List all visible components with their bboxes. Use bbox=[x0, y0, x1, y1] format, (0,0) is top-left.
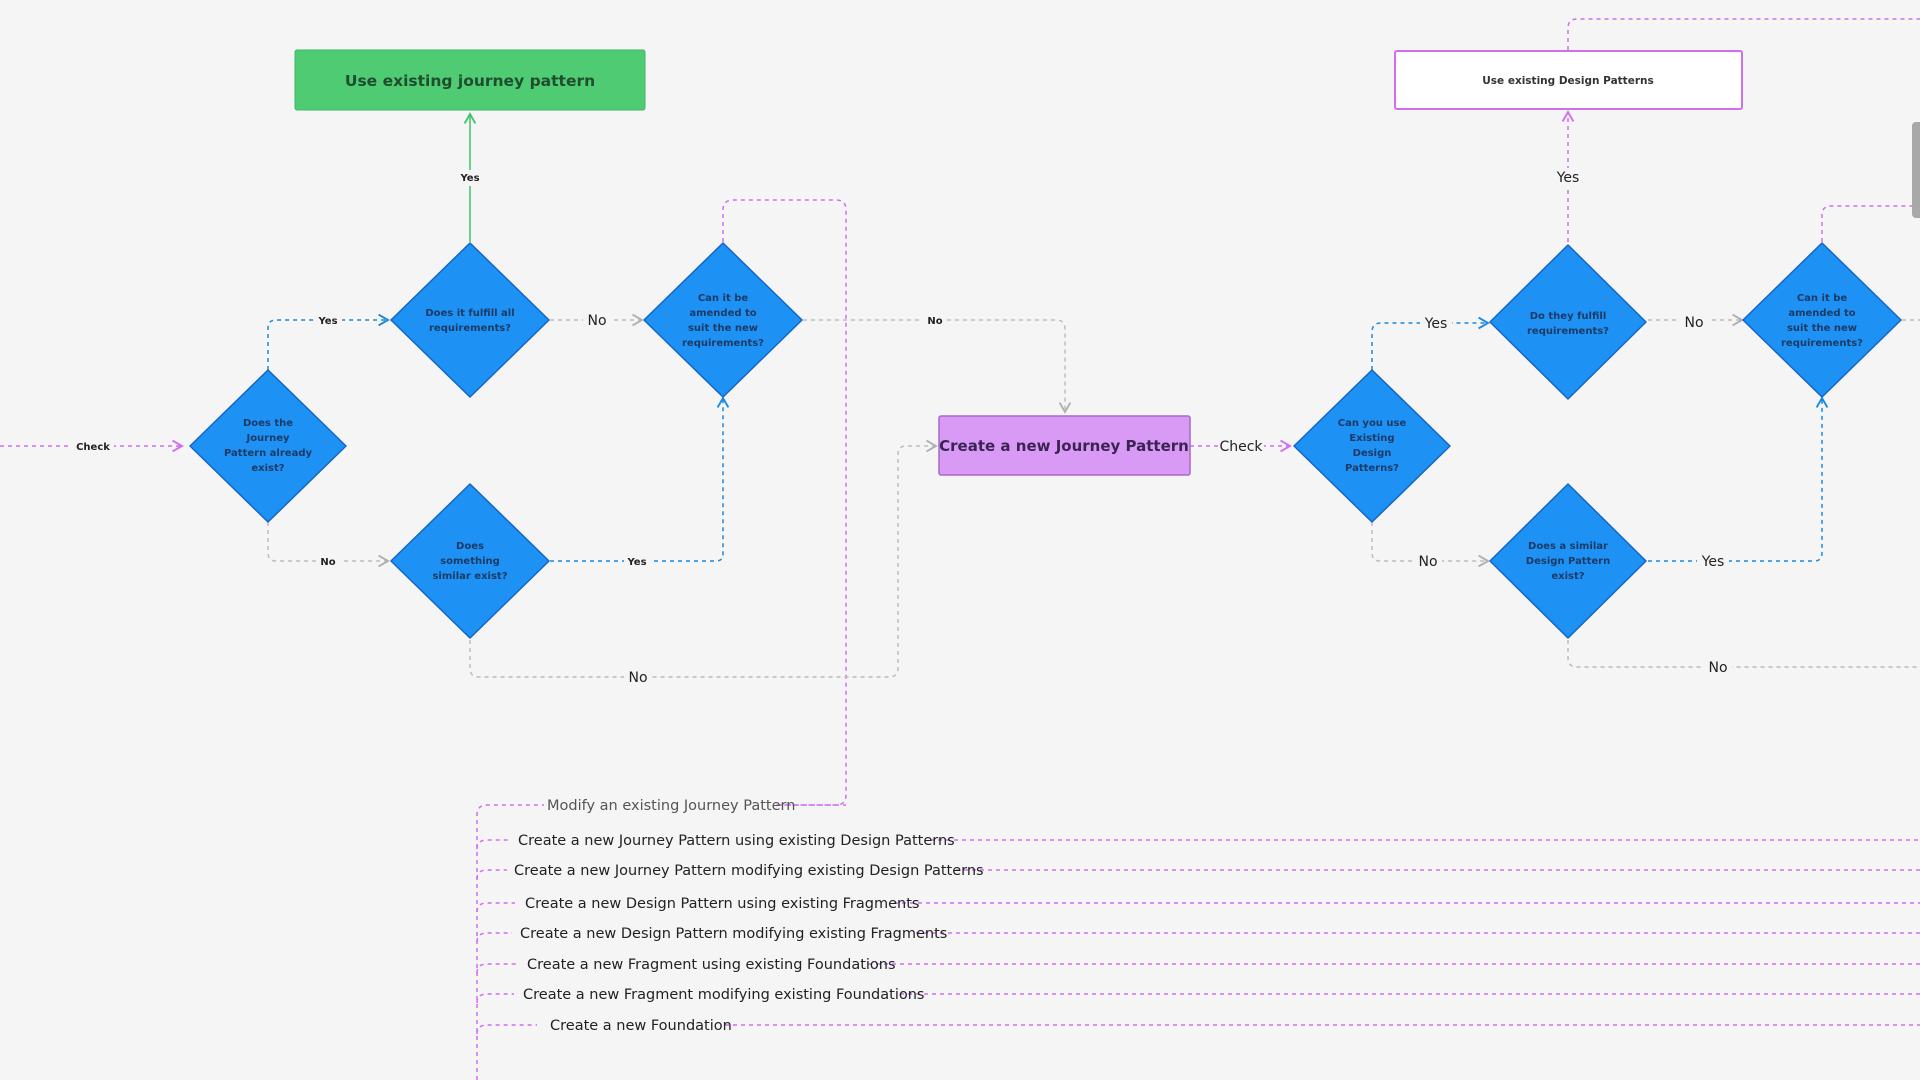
connector-no-create bbox=[803, 319, 1072, 414]
connector-right-amend-up bbox=[1821, 205, 1920, 242]
connector-top-right bbox=[1567, 18, 1920, 50]
label-no-amend: No bbox=[927, 316, 942, 327]
path-item-5[interactable]: Create a new Fragment using existing Fou… bbox=[527, 957, 896, 973]
connector-yes-fulfill bbox=[267, 313, 390, 370]
connector-path-trunk bbox=[476, 804, 544, 1080]
label-check-left: Check bbox=[76, 442, 110, 453]
label-no-right-exist: No bbox=[1418, 554, 1437, 570]
use-existing-design-box[interactable]: Use existing Design Patterns bbox=[1394, 50, 1743, 110]
path-item-3[interactable]: Create a new Design Pattern using existi… bbox=[525, 896, 919, 912]
vertical-scrollbar[interactable] bbox=[1912, 122, 1920, 218]
path-branch-1 bbox=[476, 839, 510, 850]
label-yes-right-similar: Yes bbox=[1701, 554, 1725, 570]
connector-right-no-similar bbox=[1371, 522, 1490, 568]
path-branch-6 bbox=[476, 993, 514, 1004]
label-yes-green: Yes bbox=[459, 173, 479, 184]
use-existing-journey-box[interactable]: Use existing journey pattern bbox=[294, 49, 646, 111]
label-no-similar: No bbox=[320, 557, 335, 568]
use-existing-journey-label: Use existing journey pattern bbox=[345, 72, 595, 90]
path-list: Modify an existing Journey Pattern Creat… bbox=[514, 798, 984, 1034]
connector-right-similar-yes bbox=[1648, 396, 1829, 562]
path-branch-5 bbox=[476, 963, 517, 974]
create-new-journey-box[interactable]: Create a new Journey Pattern bbox=[938, 415, 1191, 476]
label-no-right-fulfill: No bbox=[1684, 315, 1703, 331]
path-branch-7 bbox=[476, 1024, 537, 1035]
path-item-0[interactable]: Modify an existing Journey Pattern bbox=[547, 798, 795, 814]
label-yes-fulfill: Yes bbox=[317, 316, 337, 327]
label-no-fulfill: No bbox=[587, 313, 606, 329]
connector-amend-modify bbox=[722, 199, 847, 806]
label-no-right-bottom: No bbox=[1708, 660, 1727, 676]
connector-similar-no-create bbox=[469, 439, 938, 678]
label-yes-right-blue: Yes bbox=[1424, 316, 1448, 332]
path-item-4[interactable]: Create a new Design Pattern modifying ex… bbox=[520, 926, 947, 942]
path-item-6[interactable]: Create a new Fragment modifying existing… bbox=[523, 987, 924, 1003]
path-branch-4 bbox=[476, 932, 512, 943]
connector-labels: Check Yes Yes No No No Yes No Check Yes … bbox=[72, 168, 1732, 686]
path-item-7[interactable]: Create a new Foundation bbox=[550, 1018, 732, 1034]
label-check-right: Check bbox=[1219, 439, 1263, 455]
connector-no-similar bbox=[267, 522, 390, 568]
create-new-journey-label: Create a new Journey Pattern bbox=[939, 437, 1189, 455]
connector-right-similar-no bbox=[1567, 640, 1920, 668]
path-item-1[interactable]: Create a new Journey Pattern using exist… bbox=[518, 833, 955, 849]
path-item-2[interactable]: Create a new Journey Pattern modifying e… bbox=[514, 863, 984, 879]
label-yes-right-top: Yes bbox=[1556, 170, 1580, 186]
path-branch-2 bbox=[476, 869, 507, 880]
label-yes-similar: Yes bbox=[626, 557, 646, 568]
label-no-bottom: No bbox=[628, 670, 647, 686]
connector-similar-yes-amend bbox=[550, 396, 730, 562]
path-branch-3 bbox=[476, 902, 515, 913]
use-existing-design-label: Use existing Design Patterns bbox=[1482, 75, 1653, 87]
